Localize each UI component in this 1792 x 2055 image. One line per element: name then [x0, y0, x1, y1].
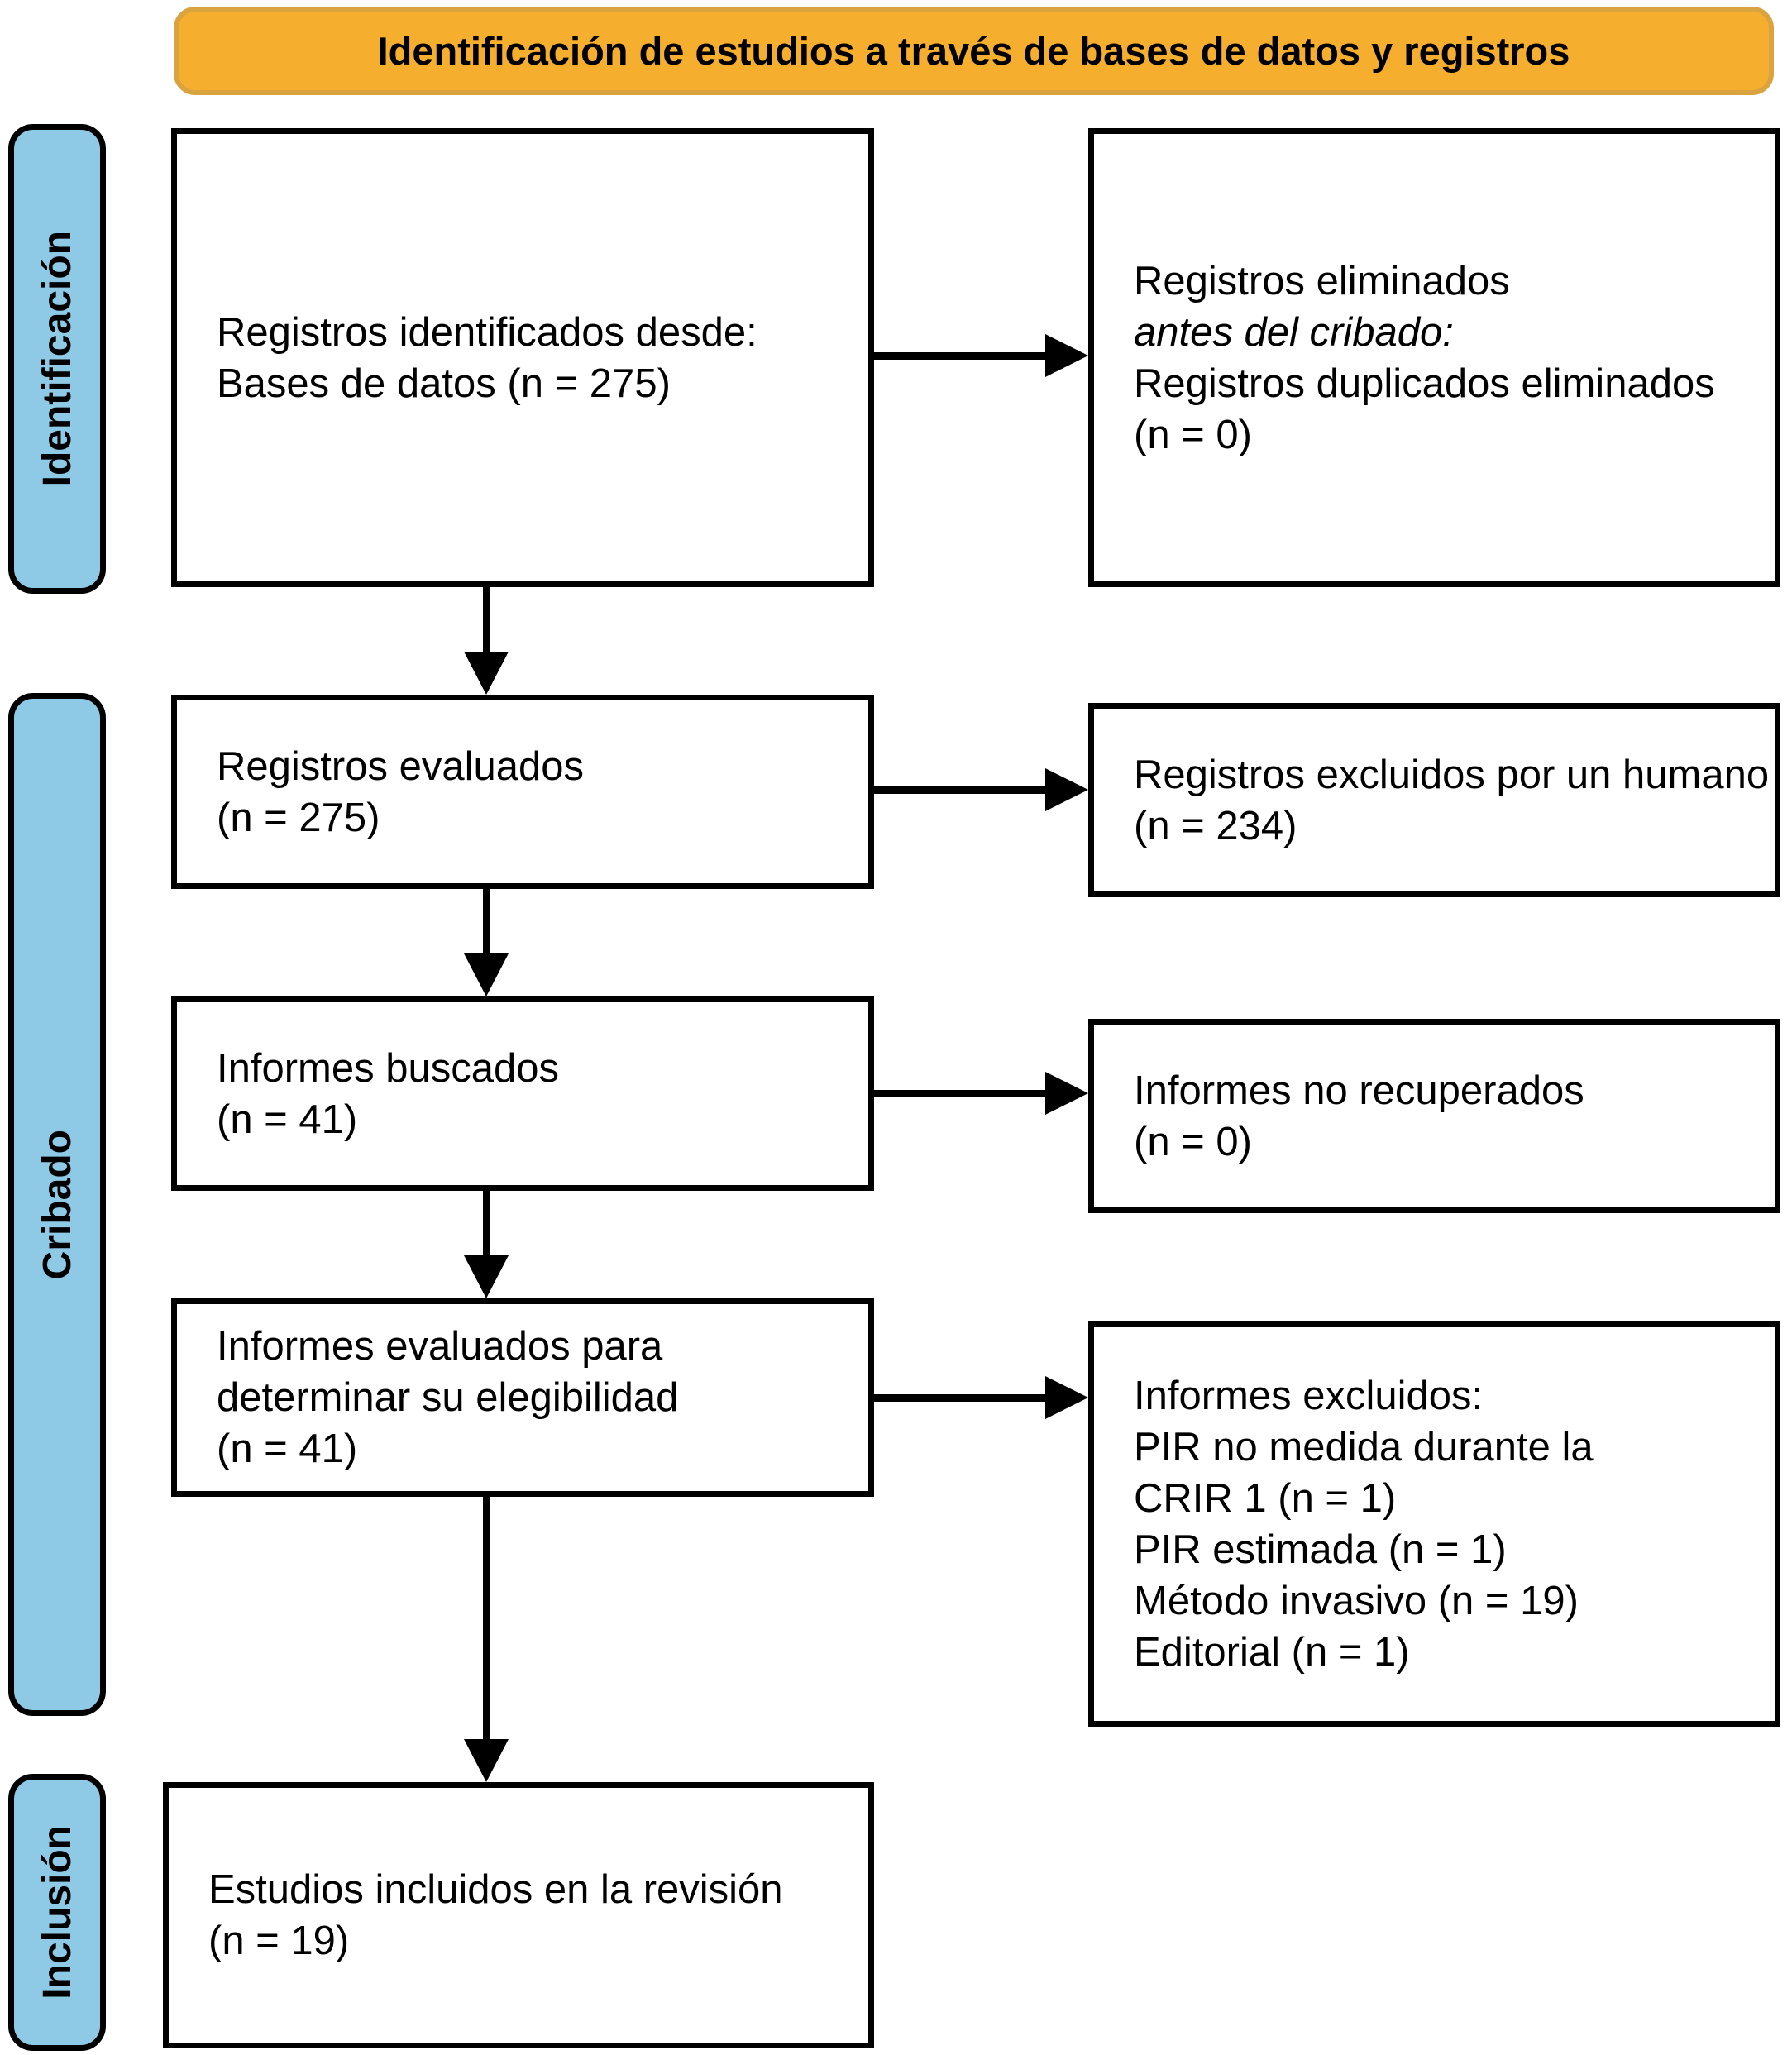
arrow-head-down-icon — [464, 1255, 509, 1298]
stage-inclusion: Inclusión — [8, 1774, 106, 2051]
arrow-head-right-icon — [1045, 768, 1088, 811]
box-reports-excluded-line: Método invasivo (n = 19) — [1134, 1579, 1579, 1623]
box-records-screened-line: Registros evaluados — [217, 743, 584, 789]
arrow-line — [874, 1394, 1049, 1402]
arrow-line — [874, 786, 1049, 794]
box-records-excluded-line: (n = 234) — [1134, 803, 1297, 848]
box-records-excluded: Registros excluidos por un humano (n = 2… — [1088, 703, 1780, 897]
box-records-removed-line: Registros duplicados eliminados — [1134, 361, 1715, 406]
box-reports-excluded-line: CRIR 1 (n = 1) — [1134, 1476, 1397, 1521]
banner-title: Identificación de estudios a través de b… — [377, 29, 1570, 73]
arrow-line — [874, 1090, 1049, 1097]
arrow-head-down-icon — [464, 652, 509, 695]
box-reports-not-retrieved-line: (n = 0) — [1134, 1119, 1252, 1164]
box-reports-sought-line: (n = 41) — [217, 1097, 358, 1142]
box-records-screened: Registros evaluados (n = 275) — [171, 695, 874, 889]
box-records-removed-line: (n = 0) — [1134, 412, 1252, 457]
box-records-excluded-line: Registros excluidos por un humano — [1134, 752, 1770, 797]
arrow-line — [483, 1497, 490, 1741]
box-reports-assessed-line: (n = 41) — [217, 1427, 358, 1471]
box-records-identified-line: Bases de datos (n = 275) — [217, 361, 671, 406]
arrow-line — [874, 352, 1049, 360]
stage-cribado-label: Cribado — [35, 1129, 79, 1280]
arrow-head-right-icon — [1045, 334, 1088, 377]
arrow-line — [483, 587, 490, 653]
box-reports-excluded-line: PIR no medida durante la — [1134, 1425, 1594, 1470]
box-reports-not-retrieved: Informes no recuperados (n = 0) — [1088, 1019, 1780, 1213]
stage-identificacion-label: Identificación — [35, 231, 79, 487]
box-reports-excluded-line: Informes excluidos: — [1134, 1374, 1484, 1418]
stage-identificacion: Identificación — [8, 124, 106, 594]
box-reports-excluded-line: PIR estimada (n = 1) — [1134, 1527, 1507, 1572]
box-records-removed-line: Registros eliminados — [1134, 258, 1510, 303]
arrow-head-right-icon — [1045, 1072, 1088, 1115]
box-studies-included: Estudios incluidos en la revisión (n = 1… — [163, 1782, 874, 2048]
box-reports-sought: Informes buscados (n = 41) — [171, 996, 874, 1191]
arrow-head-down-icon — [464, 1739, 509, 1782]
arrow-line — [483, 1191, 490, 1257]
box-records-identified: Registros identificados desde: Bases de … — [171, 128, 874, 587]
stage-cribado: Cribado — [8, 693, 106, 1716]
box-records-removed-line-italic: antes del cribado: — [1134, 309, 1454, 355]
box-reports-excluded: Informes excluidos: PIR no medida durant… — [1088, 1321, 1780, 1727]
arrow-head-down-icon — [464, 953, 509, 996]
box-studies-included-line: Estudios incluidos en la revisión — [208, 1867, 783, 1912]
box-reports-not-retrieved-line: Informes no recuperados — [1134, 1068, 1584, 1113]
box-studies-included-line: (n = 19) — [208, 1919, 350, 1963]
box-records-identified-line: Registros identificados desde: — [217, 309, 757, 355]
box-reports-assessed-line: determinar su elegibilidad — [217, 1375, 679, 1420]
banner: Identificación de estudios a través de b… — [174, 7, 1774, 95]
box-records-screened-line: (n = 275) — [217, 795, 380, 840]
box-reports-excluded-line: Editorial (n = 1) — [1134, 1630, 1410, 1675]
box-records-removed-before-screening: Registros eliminados antes del cribado: … — [1088, 128, 1780, 587]
box-reports-assessed: Informes evaluados para determinar su el… — [171, 1298, 874, 1497]
stage-inclusion-label: Inclusión — [35, 1825, 79, 2000]
box-reports-sought-line: Informes buscados — [217, 1045, 559, 1091]
box-reports-assessed-line: Informes evaluados para — [217, 1324, 663, 1369]
arrow-line — [483, 889, 490, 955]
arrow-head-right-icon — [1045, 1376, 1088, 1419]
